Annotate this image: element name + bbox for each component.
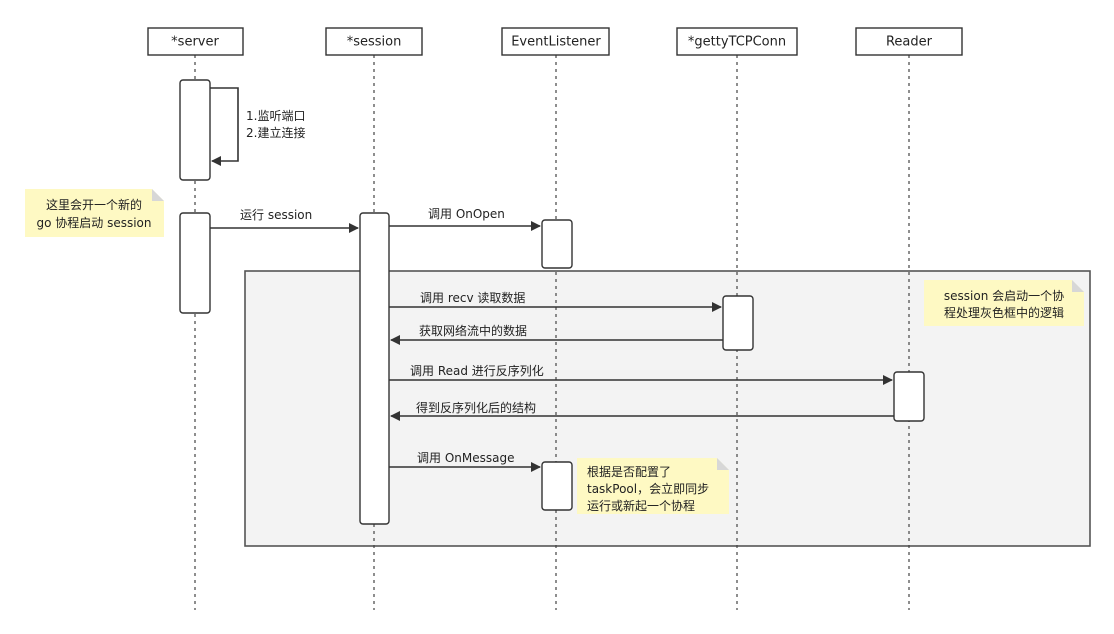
actor-label: *gettyTCPConn — [688, 35, 786, 50]
note-taskpool: 根据是否配置了 taskPool，会立即同步 运行或新起一个协程 — [577, 458, 729, 514]
actor-label: EventListener — [511, 35, 601, 50]
label-get-struct: 得到反序列化后的结构 — [416, 400, 536, 415]
activation-eventlistener-onmessage — [541, 461, 573, 511]
activation-eventlistener-onopen — [541, 219, 573, 269]
label-run-session: 运行 session — [240, 208, 312, 222]
self-message-line-2: 2.建立连接 — [246, 125, 305, 140]
label-call-read: 调用 Read 进行反序列化 — [410, 363, 544, 378]
label-get-data: 获取网络流中的数据 — [419, 323, 527, 338]
actor-gettytcpconn: *gettyTCPConn — [676, 27, 798, 56]
label-call-recv: 调用 recv 读取数据 — [420, 290, 525, 305]
note-taskpool-line-1: 根据是否配置了 — [587, 465, 671, 479]
note-loop: session 会启动一个协 程处理灰色框中的逻辑 — [924, 280, 1084, 326]
label-call-onopen: 调用 OnOpen — [428, 207, 505, 221]
actor-eventlistener: EventListener — [501, 27, 610, 56]
note-goroutine-line-2: go 协程启动 session — [36, 215, 151, 230]
self-message-arrow — [210, 87, 239, 166]
note-goroutine: 这里会开一个新的 go 协程启动 session — [25, 189, 164, 237]
label-call-onmessage: 调用 OnMessage — [417, 451, 514, 465]
activation-server-listen — [179, 79, 211, 181]
actor-session: *session — [325, 27, 423, 56]
actor-label: *session — [347, 35, 402, 50]
note-taskpool-line-2: taskPool，会立即同步 — [587, 481, 709, 496]
actor-label: *server — [171, 35, 219, 50]
actor-server: *server — [147, 27, 244, 56]
activation-server-run — [179, 212, 211, 314]
note-taskpool-line-3: 运行或新起一个协程 — [587, 498, 695, 513]
actor-label: Reader — [886, 35, 933, 50]
activation-session — [359, 212, 390, 525]
activation-reader — [893, 371, 925, 422]
activation-gettytcpconn — [722, 295, 754, 351]
note-loop-line-2: 程处理灰色框中的逻辑 — [944, 305, 1064, 320]
actor-reader: Reader — [855, 27, 963, 56]
note-loop-line-1: session 会启动一个协 — [944, 288, 1064, 303]
self-message-line-1: 1.监听端口 — [246, 109, 305, 123]
note-goroutine-line-1: 这里会开一个新的 — [46, 197, 142, 212]
